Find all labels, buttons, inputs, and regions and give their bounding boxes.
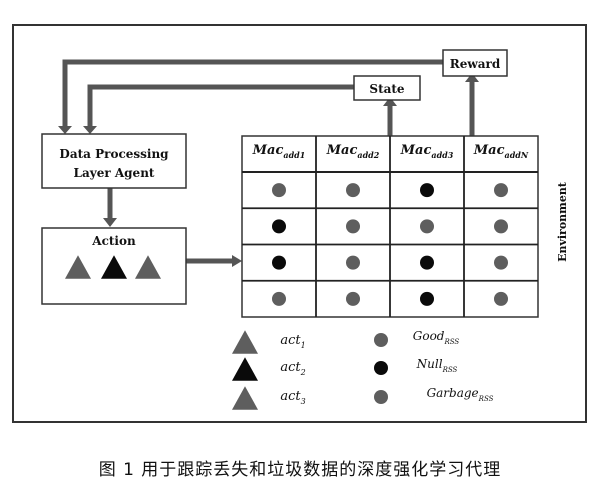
column-header-2: Macadd2 bbox=[326, 143, 380, 160]
legend-good-label: GoodRSS bbox=[413, 329, 460, 346]
state-arrowhead bbox=[383, 97, 397, 106]
legend-garbage-label: GarbageRSS bbox=[427, 386, 494, 403]
grid-cell-dot-null bbox=[272, 255, 286, 270]
action-triangles bbox=[65, 255, 161, 279]
action-triangle-2 bbox=[101, 255, 127, 279]
state-into-agent-arrowhead bbox=[83, 126, 97, 134]
state-label: State bbox=[369, 82, 405, 96]
legend-null-icon bbox=[374, 361, 388, 375]
state-feedback-line bbox=[87, 84, 354, 128]
grid-cell-dot-null bbox=[420, 291, 434, 306]
reward-feedback-line bbox=[62, 59, 443, 128]
reward-arrowhead bbox=[465, 73, 479, 82]
column-header-4: MacaddN bbox=[473, 143, 529, 160]
grid-cell-dot-good bbox=[420, 219, 434, 234]
grid-cell-dot-good bbox=[346, 219, 360, 234]
reward-into-agent-arrowhead bbox=[58, 126, 72, 134]
grid-cell-dot-good bbox=[272, 291, 286, 306]
grid-cell-dot-good bbox=[346, 255, 360, 270]
grid-cell-dot-good bbox=[494, 291, 508, 306]
action-label: Action bbox=[91, 234, 136, 248]
action-triangle-1 bbox=[65, 255, 91, 279]
grid-cell-dot-good bbox=[272, 183, 286, 198]
outer-frame bbox=[12, 24, 587, 423]
legend-act-2-icon bbox=[232, 357, 258, 381]
grid-cell-dot-good bbox=[494, 183, 508, 198]
legend-act-3-icon bbox=[232, 386, 258, 410]
legend-garbage-icon bbox=[374, 390, 388, 404]
grid-cell-dot-good bbox=[346, 291, 360, 306]
legend: act1 act2 act3 GoodRSS NullRSS GarbageRSS bbox=[232, 329, 494, 410]
environment-grid: Macadd1 Macadd2 Macadd3 MacaddN bbox=[241, 135, 539, 318]
grid-cell-dot-null bbox=[420, 255, 434, 270]
column-header-1: Macadd1 bbox=[252, 143, 306, 160]
grid-cell-dot-good bbox=[494, 255, 508, 270]
grid-cell-dot-good bbox=[494, 219, 508, 234]
action-triangle-3 bbox=[135, 255, 161, 279]
reward-label: Reward bbox=[450, 57, 501, 71]
legend-act-1-icon bbox=[232, 330, 258, 354]
arrow-heads bbox=[58, 73, 479, 267]
agent-label-line2: Layer Agent bbox=[74, 166, 155, 180]
environment-label: Environment bbox=[556, 181, 569, 262]
figure-caption: 图 1 用于跟踪丢失和垃圾数据的深度强化学习代理 bbox=[98, 460, 502, 480]
legend-good-icon bbox=[374, 333, 388, 347]
action-to-env-arrowhead bbox=[232, 255, 242, 267]
grid-cell-dot-null bbox=[272, 219, 286, 234]
grid-cell-dot-good bbox=[346, 183, 360, 198]
state-box bbox=[353, 75, 421, 101]
legend-null-label: NullRSS bbox=[416, 357, 458, 374]
legend-act-2-label: act2 bbox=[280, 360, 305, 377]
legend-act-1-label: act1 bbox=[280, 333, 305, 350]
agent-box bbox=[41, 133, 187, 189]
legend-act-3-label: act3 bbox=[280, 389, 305, 406]
feedback-arrows bbox=[62, 59, 475, 264]
grid-cell-dot-null bbox=[420, 183, 434, 198]
reward-box bbox=[442, 49, 508, 77]
action-box bbox=[41, 227, 187, 305]
agent-to-action-arrowhead bbox=[103, 218, 117, 227]
agent-label-line1: Data Processing bbox=[59, 147, 169, 161]
column-header-3: Macadd3 bbox=[400, 143, 454, 160]
